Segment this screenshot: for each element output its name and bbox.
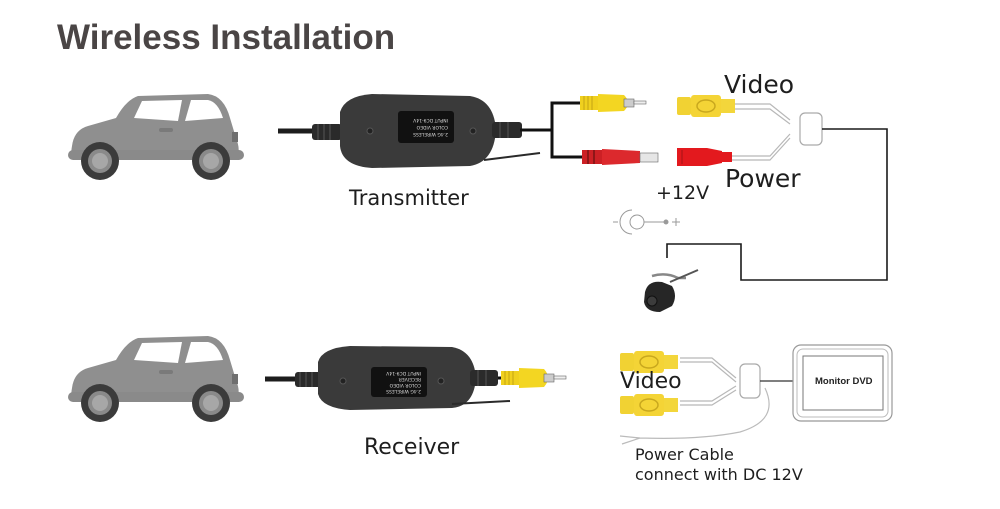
receiver-label-plate: [371, 367, 427, 397]
page-title: Wireless Installation: [57, 18, 396, 57]
camera-cable: [666, 128, 888, 281]
monitor-video-connector-2: [619, 393, 679, 417]
transmitter-plate-text: 2.4G WIRELESS: [413, 131, 448, 137]
receiver-plate-text: 2.4G WIRELESS: [386, 388, 421, 394]
monitor-cable-split: [680, 357, 737, 406]
power-cable-note-line1: Power Cable: [635, 445, 734, 464]
power-cable-note: Power Cable connect with DC 12V: [635, 445, 803, 485]
video-label-top: Video: [724, 70, 795, 99]
car-top-icon: [68, 94, 244, 180]
transmitter-plate-text: COLOR VIDEO: [416, 124, 448, 130]
monitor-dvd-icon: [792, 344, 893, 422]
monitor-cable-junction: [739, 363, 761, 399]
power-cable-line: [619, 387, 770, 445]
receiver-label: Receiver: [364, 435, 460, 460]
receiver-rca-video-plug: [501, 368, 567, 388]
transmitter-rca-video-plug: [580, 94, 647, 112]
backup-camera-icon: [644, 269, 699, 312]
power-cable-note-line2: connect with DC 12V: [635, 465, 803, 484]
camera-cable-split: [732, 103, 791, 161]
monitor-label: Monitor DVD: [815, 376, 873, 387]
transmitter-device: 2.4G WIRELESS COLOR VIDEO INPUT DC9-14V: [278, 94, 582, 168]
transmitter-label-plate: [398, 111, 454, 143]
power-label: Power: [725, 164, 801, 193]
camera-cable-junction: [799, 112, 823, 146]
voltage-label: +12V: [656, 182, 710, 204]
dc-polarity-symbol-icon: [613, 209, 680, 235]
camera-power-connector: [677, 148, 732, 166]
car-bottom-icon: [68, 336, 244, 422]
receiver-device: 2.4G WIRELESS COLOR VIDEO RECEIVER INPUT…: [265, 346, 511, 410]
receiver-plate-text: COLOR VIDEO: [389, 382, 421, 388]
transmitter-dc-power-plug: [582, 149, 659, 165]
receiver-plate-text: RECEIVER: [399, 376, 421, 382]
receiver-plate-text: INPUT DC9-14V: [385, 370, 421, 376]
transmitter-label: Transmitter: [349, 186, 469, 210]
video-label-bottom: Video: [620, 369, 682, 394]
transmitter-plate-text: INPUT DC9-14V: [412, 117, 448, 123]
